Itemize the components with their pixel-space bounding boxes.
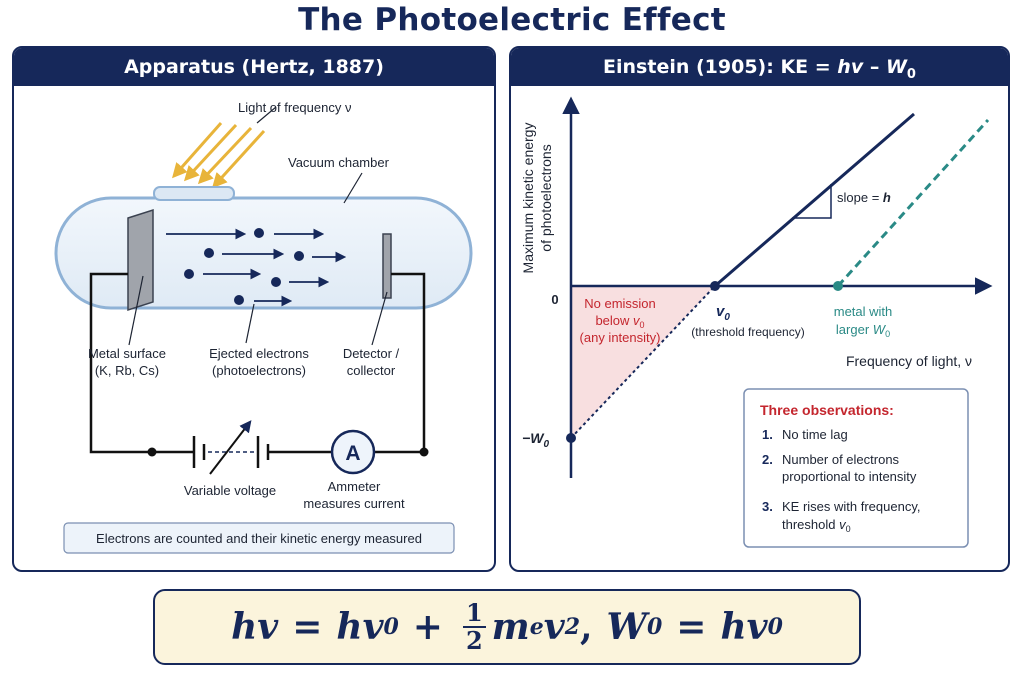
threshold-point — [710, 281, 720, 291]
obs-1-num: 1. — [762, 427, 773, 442]
window — [153, 186, 235, 201]
detector-label: Detector / — [343, 346, 400, 361]
obs-3-num: 3. — [762, 499, 773, 514]
larger-w0-label: metal with — [834, 304, 893, 319]
formula-m-sub: e — [529, 614, 544, 640]
larger-w0-line — [836, 118, 990, 288]
voltage-label: Variable voltage — [184, 483, 276, 498]
light-label: Light of frequency ν — [238, 100, 351, 115]
detector-plate — [382, 233, 392, 299]
light-rays — [172, 122, 266, 189]
x-axis-label: Frequency of light, ν — [846, 353, 972, 369]
threshold-label: (threshold frequency) — [691, 325, 804, 339]
formula-hv0: hv — [336, 606, 384, 648]
formula-w-sub: 0 — [646, 614, 663, 640]
detector-sub-label: collector — [347, 363, 396, 378]
obs-1: No time lag — [782, 427, 848, 442]
graph-header-w: W — [885, 56, 907, 78]
formula-v-sup: 2 — [564, 614, 580, 640]
y-axis-label: Maximum kinetic energy — [520, 123, 536, 274]
electrons — [184, 228, 304, 305]
caption: Electrons are counted and their kinetic … — [96, 531, 422, 546]
page-title: The Photoelectric Effect — [298, 2, 726, 38]
formula-equals: = — [292, 606, 323, 648]
larger-w0-point — [833, 281, 843, 291]
metal-plate — [127, 208, 154, 312]
graph-header-minus: – — [863, 56, 886, 78]
formula-hv0b-sub: 0 — [767, 614, 783, 640]
observations-box — [743, 388, 969, 548]
battery — [192, 436, 270, 468]
formula-equals-2: = — [676, 606, 707, 648]
no-emission-label: No emission — [584, 296, 656, 311]
formula-comma: , — [580, 606, 593, 648]
observations-title: Three observations: — [760, 402, 894, 418]
ammeter-symbol: A — [345, 442, 360, 465]
graph-panel: Einstein (1905): KE = hv – W0 Maximum ki… — [509, 46, 1010, 572]
ammeter-sub-label: measures current — [303, 496, 405, 511]
extrapolation-line — [570, 285, 716, 439]
formula-denominator: 2 — [465, 626, 483, 655]
formula-hv: hv — [231, 606, 279, 648]
apparatus-diagram: Light of frequency ν Vacuum chamber — [54, 100, 473, 554]
electron-arrows — [166, 228, 347, 307]
metal-label: Metal surface — [88, 346, 166, 361]
graph-header-prefix: Einstein (1905): KE = — [603, 56, 838, 78]
ke-line — [714, 112, 915, 288]
graph-header-h: h — [837, 56, 851, 78]
metal-sub-label: (K, Rb, Cs) — [95, 363, 159, 378]
chamber-label: Vacuum chamber — [288, 155, 390, 170]
neg-w0-label: −W0 — [522, 430, 549, 450]
graph-header-v: v — [850, 56, 864, 78]
obs-3: KE rises with frequency, — [782, 499, 920, 514]
formula-w: W — [606, 606, 647, 648]
no-emission-label-line2: below v0 — [595, 313, 644, 330]
formula-v: v — [543, 606, 565, 648]
obs-2-line2: proportional to intensity — [782, 469, 917, 484]
ke-graph: Maximum kinetic energy of photoelectrons… — [520, 96, 993, 548]
apparatus-panel: Apparatus (Hertz, 1887) Light of frequen… — [12, 46, 496, 572]
formula-plus: + — [412, 606, 443, 648]
larger-w0-label-line2: larger W0 — [836, 322, 890, 339]
formula-numerator: 1 — [462, 600, 486, 628]
slope-triangle — [792, 184, 832, 219]
slope-label: slope = h — [837, 190, 891, 205]
vacuum-chamber — [54, 196, 473, 310]
ammeter-icon — [330, 429, 376, 475]
ammeter-label: Ammeter — [328, 479, 381, 494]
zero-label: 0 — [551, 292, 558, 307]
caption-box — [63, 522, 455, 554]
obs-2-num: 2. — [762, 452, 773, 467]
threshold-symbol: v0 — [716, 303, 730, 323]
y-axis-label-line2: of photoelectrons — [538, 144, 554, 251]
graph-header: Einstein (1905): KE = hv – W0 — [511, 48, 1008, 86]
neg-w0-point — [566, 433, 576, 443]
no-emission-label-line3: (any intensity) — [580, 330, 661, 345]
formula-hv0b: hv — [720, 606, 768, 648]
circuit-wires — [89, 272, 426, 454]
formula-hv0-sub: 0 — [383, 614, 399, 640]
electrons-label: Ejected electrons — [209, 346, 309, 361]
obs-2: Number of electrons — [782, 452, 900, 467]
formula-m: m — [491, 606, 530, 648]
electrons-sub-label: (photoelectrons) — [212, 363, 306, 378]
variable-arrow — [209, 420, 252, 475]
apparatus-header: Apparatus (Hertz, 1887) — [14, 48, 494, 86]
obs-3-line2: threshold v0 — [782, 517, 851, 534]
graph-header-sub: 0 — [906, 66, 916, 82]
